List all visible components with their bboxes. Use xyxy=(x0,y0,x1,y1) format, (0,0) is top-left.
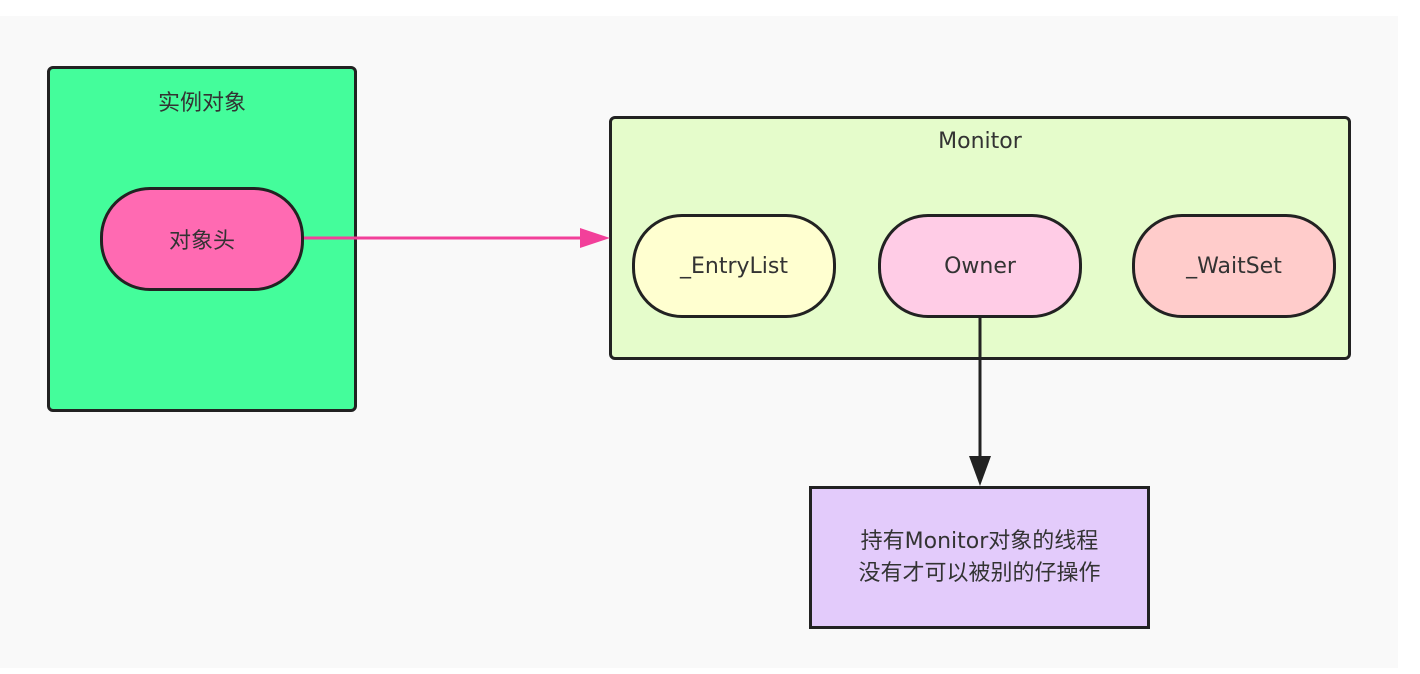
instance-object-title: 实例对象 xyxy=(157,91,246,116)
owner-node: Owner xyxy=(878,214,1082,318)
entry-list-node: _EntryList xyxy=(632,214,836,318)
note-line-2: 没有才可以被别的仔操作 xyxy=(858,560,1101,586)
wait-set-node: _WaitSet xyxy=(1132,214,1336,318)
object-header-node: 对象头 xyxy=(100,187,304,291)
monitor-title: Monitor xyxy=(938,129,1022,154)
owner-note-box: 持有Monitor对象的线程 没有才可以被别的仔操作 xyxy=(809,486,1150,629)
black-arrowhead-icon xyxy=(969,456,991,486)
pink-arrowhead-icon xyxy=(580,228,610,248)
note-line-1: 持有Monitor对象的线程 xyxy=(860,528,1099,554)
